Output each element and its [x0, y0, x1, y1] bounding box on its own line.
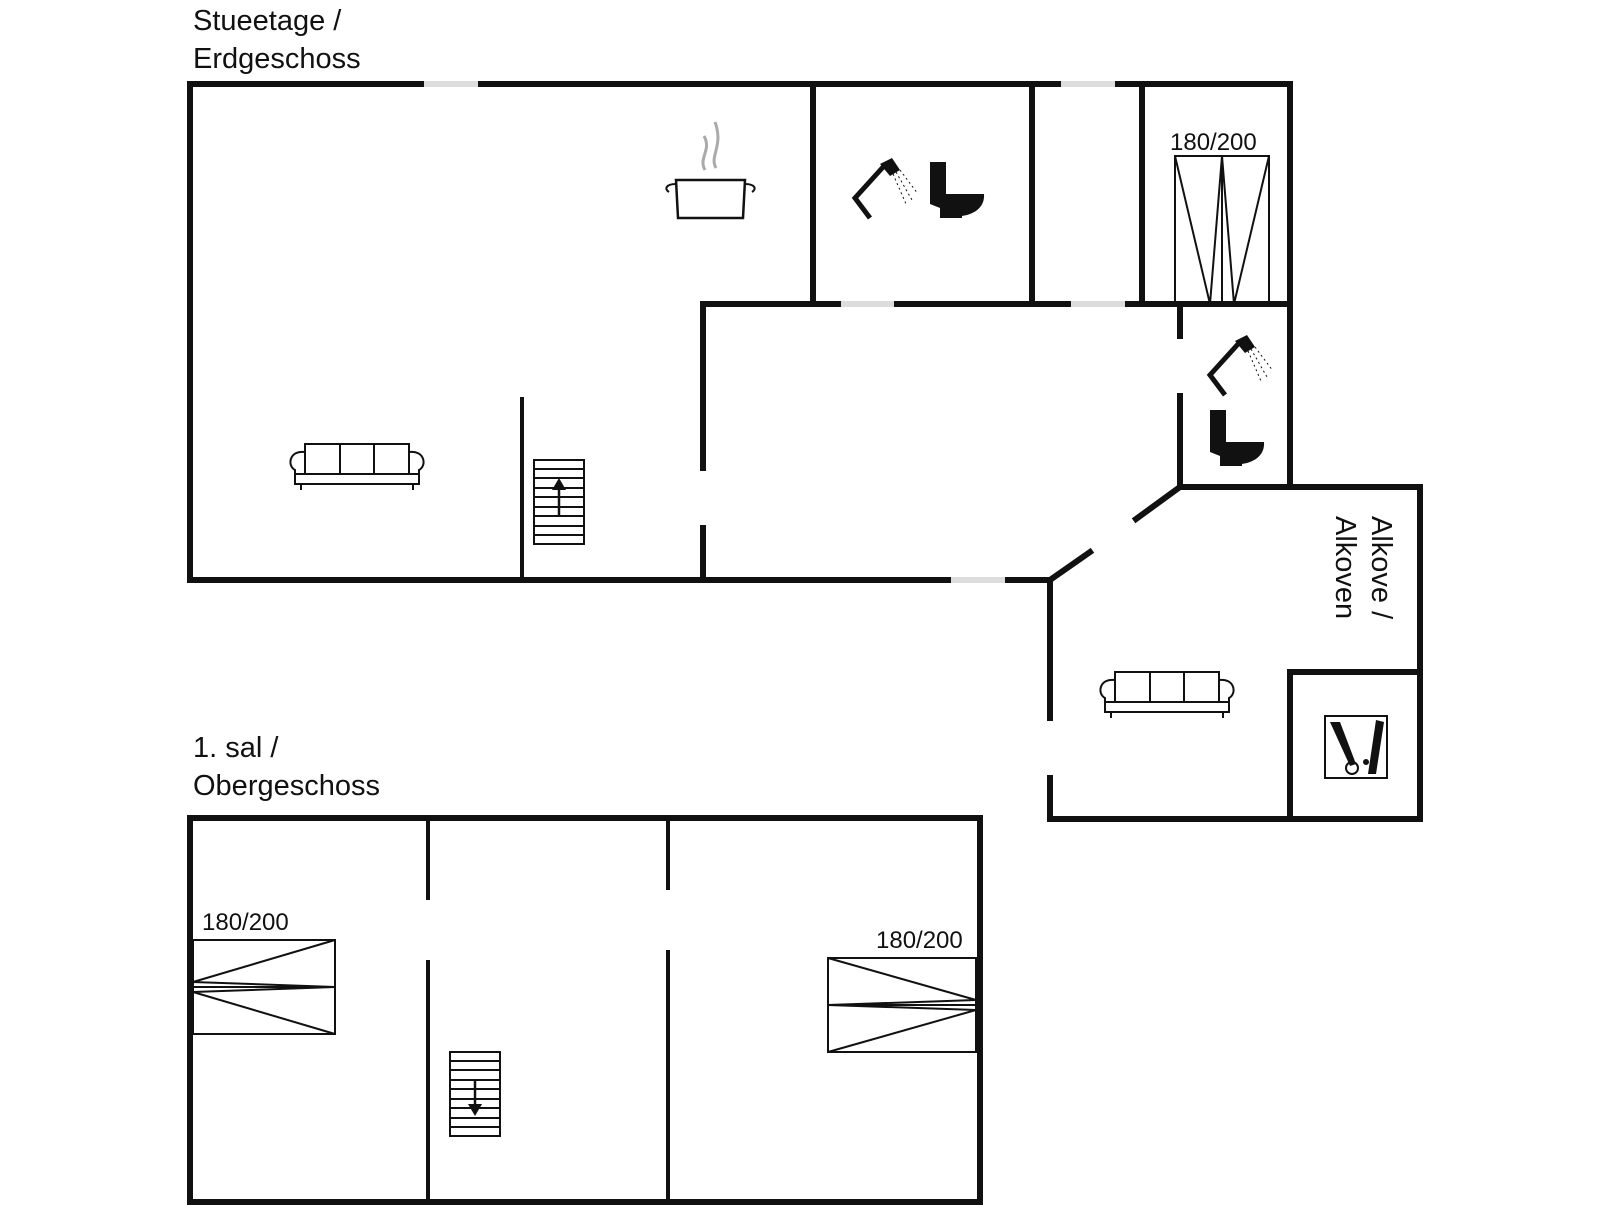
ground-floor-label-2: Erdgeschoss	[193, 43, 361, 75]
toilet-icon	[930, 162, 985, 218]
bed-icon	[192, 939, 336, 1035]
alcove-label-2: Alkoven	[1329, 516, 1361, 619]
sofa-icon	[289, 443, 425, 490]
bed-size-label: 180/200	[202, 909, 289, 936]
upper-floor-walls	[187, 815, 983, 1205]
bed-size-label: 180/200	[876, 927, 963, 954]
ground-floor-label-1: Stueetage /	[193, 5, 342, 37]
sofa-icon	[1099, 671, 1235, 718]
washing-machine-icon	[1324, 715, 1388, 779]
upper-floor-label-1: 1. sal /	[193, 732, 279, 764]
alcove-label-1: Alkove /	[1365, 516, 1397, 620]
cooking-pot-icon	[665, 121, 756, 220]
upper-floor-label-2: Obergeschoss	[193, 770, 380, 802]
bed-size-label: 180/200	[1170, 129, 1257, 156]
shower-icon	[1206, 335, 1274, 397]
ground-floor-openings	[424, 81, 1125, 583]
shower-icon	[851, 158, 919, 220]
bed-icon	[1174, 155, 1270, 305]
alcove-label: Alkove / Alkoven	[1329, 516, 1397, 620]
toilet-icon	[1210, 410, 1265, 466]
stairs-up-icon	[533, 459, 585, 545]
stairs-down-icon	[449, 1051, 501, 1137]
bed-icon	[827, 957, 977, 1053]
